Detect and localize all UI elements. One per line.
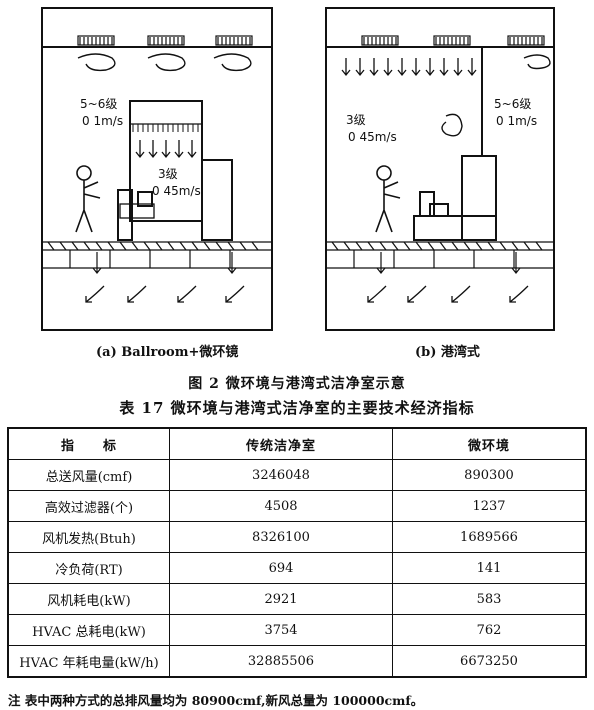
panel-b-zone1-level: 3级 <box>346 113 366 127</box>
panel-a-ceiling-filters <box>77 35 253 46</box>
row-label: 高效过滤器(个) <box>7 490 170 522</box>
panel-b-zone2-level: 5~6级 <box>494 97 531 111</box>
row-label: 风机发热(Btuh) <box>7 521 170 553</box>
table-cell: 4508 <box>169 490 393 522</box>
table-cell: 32885506 <box>169 645 393 678</box>
panel-a-zone1-speed: 0 1m/s <box>82 114 123 128</box>
panel-b <box>325 7 555 331</box>
panel-a-zone2-speed: 0 45m/s <box>152 184 201 198</box>
panel-a-frame <box>41 7 273 331</box>
table-cell: 3754 <box>169 614 393 646</box>
table-cell: 583 <box>392 583 587 615</box>
panel-a-operator <box>75 165 101 233</box>
table-cell: 3246048 <box>169 459 393 491</box>
panel-a-raised-floor <box>42 241 272 274</box>
panel-b-return-swirl <box>441 113 463 137</box>
header-traditional: 传统洁净室 <box>169 427 393 460</box>
table-cell: 6673250 <box>392 645 587 678</box>
panel-a-caption: (a) Ballroom+微环镜 <box>96 345 239 360</box>
header-indicator: 指 标 <box>7 427 170 460</box>
panel-b-return-arrows <box>367 285 529 303</box>
figure-area: 5~6级 0 1m/s 3级 0 45m/s <box>41 7 555 360</box>
table-cell: 141 <box>392 552 587 584</box>
table-note: 注 表中两种方式的总排风量均为 80900cmf,新风总量为 100000cmf… <box>8 693 424 708</box>
table-cell: 1689566 <box>392 521 587 553</box>
table-cell: 2921 <box>169 583 393 615</box>
panel-a-return-arrows <box>85 285 245 303</box>
row-label: 冷负荷(RT) <box>7 552 170 584</box>
panel-a-downflow-arrows <box>135 140 197 159</box>
panel-a-zone1-level: 5~6级 <box>80 97 117 111</box>
panel-a-zone2-level: 3级 <box>158 167 178 181</box>
table-caption: 表 17 微环境与港湾式洁净室的主要技术经济指标 <box>119 399 475 417</box>
table-cell: 1237 <box>392 490 587 522</box>
panel-b-operator <box>375 165 401 233</box>
panel-b-ceiling-filters <box>361 35 545 46</box>
panel-b-equipment <box>461 155 497 241</box>
panel-b-zone2-speed: 0 1m/s <box>496 114 537 128</box>
panel-b-downflow-arrows <box>341 58 477 77</box>
panel-a-mini-environment <box>129 100 203 222</box>
panel-b-frame <box>325 7 555 331</box>
table-cell: 694 <box>169 552 393 584</box>
row-label: HVAC 总耗电(kW) <box>7 614 170 646</box>
row-label: 风机耗电(kW) <box>7 583 170 615</box>
table-cell: 8326100 <box>169 521 393 553</box>
panel-a-equipment <box>201 159 233 241</box>
table-header-row: 指 标 传统洁净室 微环境 <box>7 427 587 460</box>
table-cell: 762 <box>392 614 587 646</box>
cleanroom-diagram: 5~6级 0 1m/s 3级 0 45m/s <box>41 7 555 331</box>
header-mini-environment: 微环境 <box>392 427 587 460</box>
panel-a-swirls <box>77 53 252 72</box>
row-label: 总送风量(cmf) <box>7 459 170 491</box>
table-cell: 890300 <box>392 459 587 491</box>
figure-caption: 图 2 微环境与港湾式洁净室示意 <box>188 376 406 392</box>
panel-b-caption: (b) 港湾式 <box>415 345 480 360</box>
panel-b-zone1-speed: 0 45m/s <box>348 130 397 144</box>
panel-b-swirl <box>523 54 551 70</box>
row-label: HVAC 年耗电量(kW/h) <box>7 645 170 678</box>
panel-b-raised-floor <box>326 241 554 274</box>
panel-a <box>41 7 273 331</box>
